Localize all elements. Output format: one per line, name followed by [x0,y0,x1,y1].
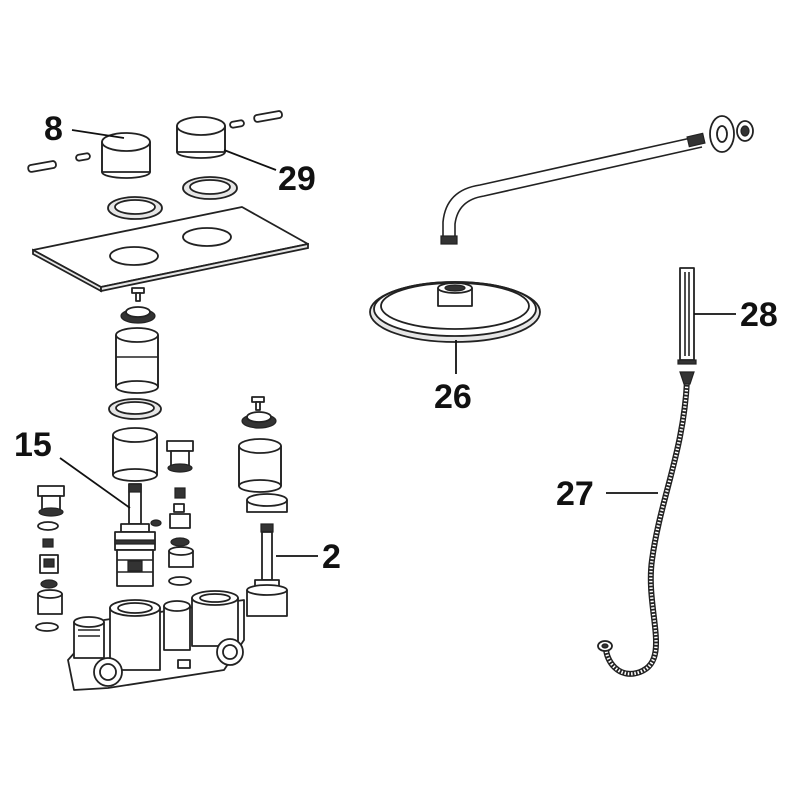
shower-head [369,281,541,343]
leader-8 [71,129,125,139]
spindle-far-left [39,554,59,574]
washer-centre [170,537,190,547]
screw-right [251,396,265,411]
callout-29: 29 [278,160,316,198]
spindle-2 [246,523,288,617]
washer-far-left [40,579,58,589]
cap-centre [168,546,194,568]
screw-left [131,287,145,302]
o-ring-far-left-2 [35,622,59,632]
callout-8: 8 [44,110,63,148]
valve-head-centre [166,440,194,473]
spindle-centre [169,503,191,529]
wall-flange [709,115,735,153]
sleeve-left-bottom [112,427,158,482]
adapter-right [241,411,277,429]
callout-28: 28 [740,296,778,334]
callout-2: 2 [322,538,341,576]
callout-26: 26 [434,378,472,416]
ring-left [108,398,162,420]
cover-plate [32,206,309,293]
nut-centre [174,487,186,499]
pin-left-1 [27,160,57,173]
pin-left-2 [75,152,91,162]
shower-hose [597,371,695,677]
cap-far-left [37,589,63,615]
trim-ring-right [182,176,238,200]
handle-right [176,116,226,159]
callout-15: 15 [14,426,52,464]
handle-left [101,132,151,179]
sleeve-left-top [115,327,159,394]
arm-nut [736,120,754,142]
pin-right-1 [229,119,245,129]
trim-ring-left [107,196,163,220]
o-ring-centre [168,576,192,586]
callout-27: 27 [556,475,594,513]
o-ring-far-left-1 [37,521,59,531]
sleeve-right [238,438,282,493]
pin-right-2 [253,110,283,123]
valve-body [67,590,245,691]
adapter-left [120,306,156,324]
leader-29 [223,149,277,171]
valve-head-far-left [37,485,65,517]
leader-15 [59,457,131,509]
shower-arm [440,132,706,245]
small-ring-15 [150,519,162,527]
bonnet-right [246,493,288,513]
cartridge-15 [114,483,156,587]
nut-far-left [42,538,54,548]
hand-shower [677,267,697,365]
